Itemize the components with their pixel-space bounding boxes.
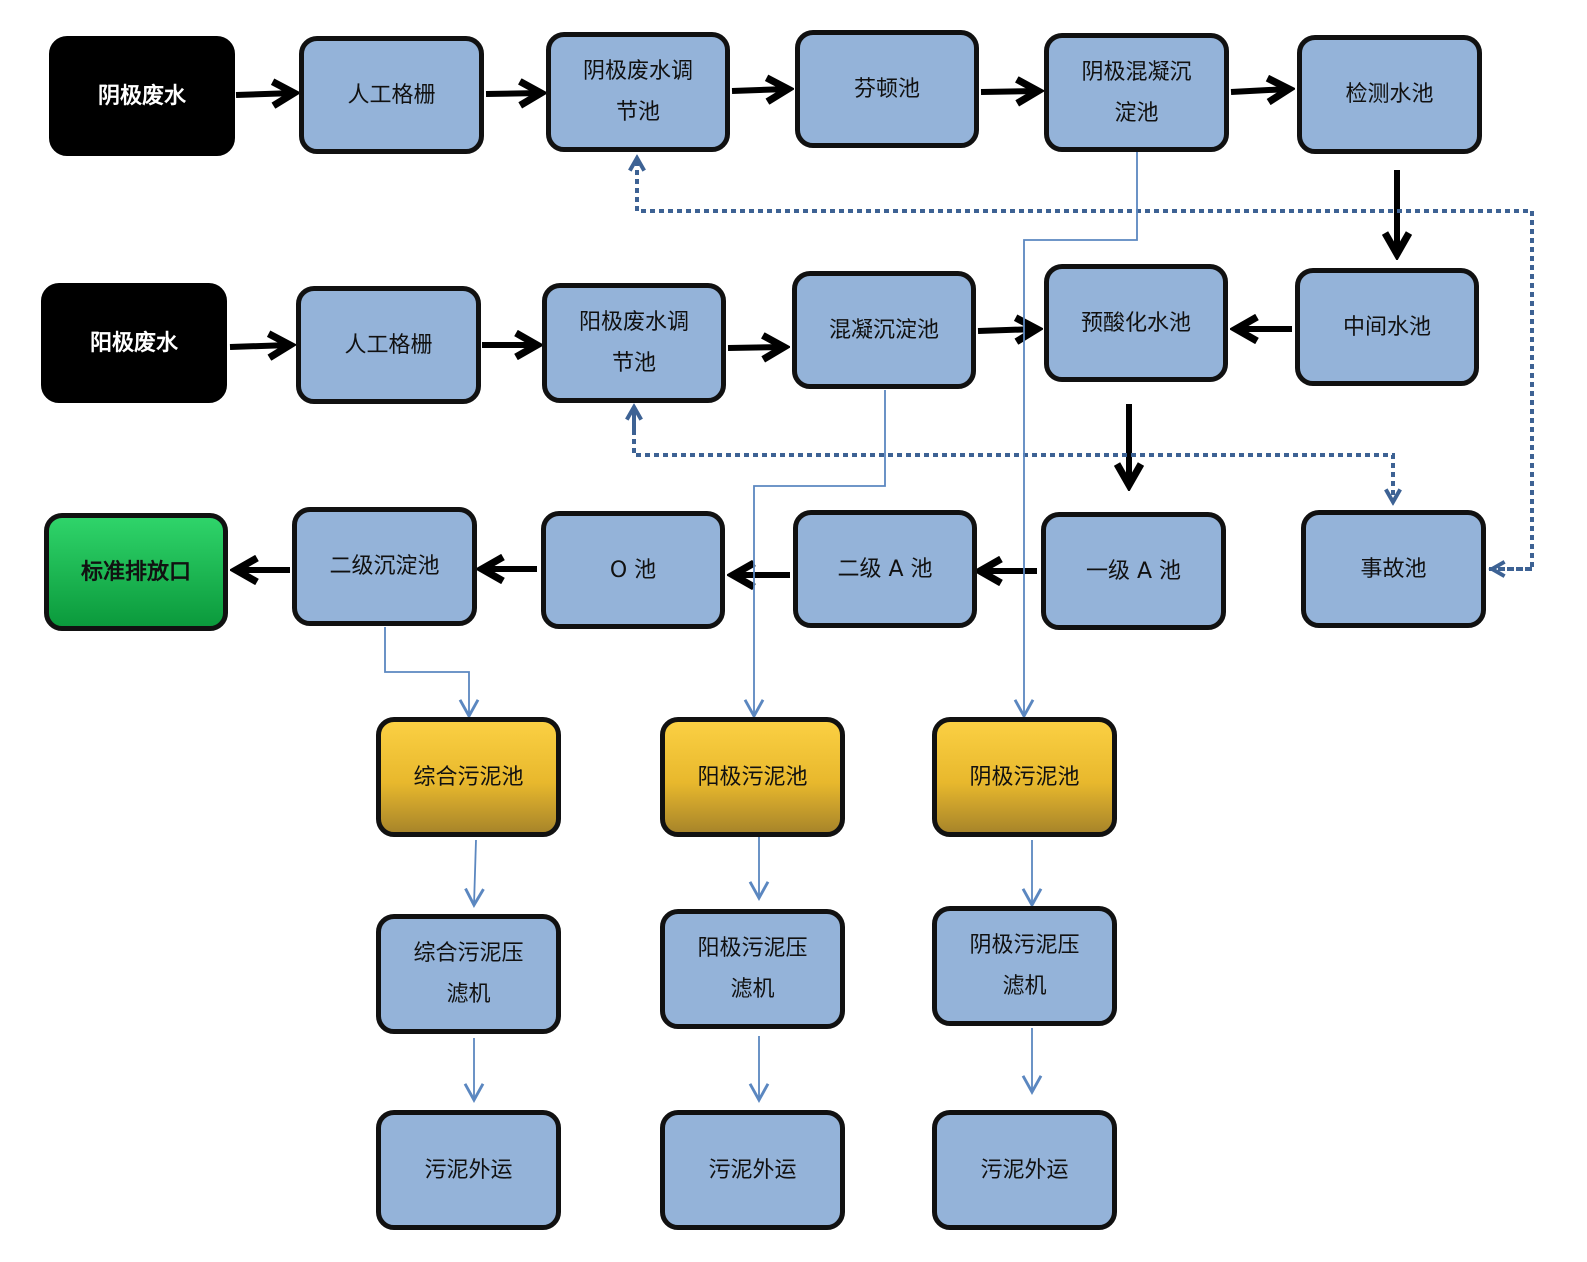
node-label: 阴极污泥压滤机 — [969, 933, 1080, 999]
node-label: 阳极废水 — [89, 330, 178, 356]
node-coag-sediment-pool: 混凝沉淀池 — [792, 271, 976, 389]
node-cathode-sludge-press: 阴极污泥压滤机 — [932, 906, 1117, 1026]
node-accident-pool: 事故池 — [1301, 510, 1486, 628]
node-secondary-sediment-pool: 二级沉淀池 — [292, 507, 477, 626]
node-sludge-transport-cathode: 污泥外运 — [932, 1110, 1117, 1230]
node-label: 阳极污泥压滤机 — [697, 936, 808, 1002]
dotted-return-to-cathode-adjust — [637, 158, 1534, 571]
node-detect-pool: 检测水池 — [1297, 35, 1482, 154]
node-cathode-adjust-pool: 阴极废水调节池 — [546, 32, 730, 152]
node-label: 阳极废水调节池 — [578, 310, 689, 376]
node-cathode-grille: 人工格栅 — [299, 36, 484, 154]
node-label: 中间水池 — [1342, 314, 1431, 340]
arrow-fenton-to-coag — [980, 91, 1038, 92]
sludge-line-mixed-1 — [464, 839, 485, 908]
node-primary-a-pool: 一级 A 池 — [1041, 512, 1226, 630]
node-pre-acid-pool: 预酸化水池 — [1044, 264, 1228, 382]
node-label: 阴极混凝沉淀池 — [1081, 59, 1192, 126]
node-label: 人工格栅 — [347, 82, 436, 108]
node-mixed-sludge-press: 综合污泥压滤机 — [376, 914, 561, 1034]
node-label: 二级 A 池 — [837, 556, 933, 582]
node-label: 人工格栅 — [344, 332, 433, 358]
arrow-grille-to-adjust — [485, 93, 541, 94]
node-label: 阴极废水调节池 — [582, 59, 693, 125]
node-label: 混凝沉淀池 — [828, 317, 939, 343]
node-o-pool: O 池 — [541, 511, 725, 629]
node-label: 事故池 — [1360, 556, 1427, 582]
node-label: 污泥外运 — [708, 1157, 797, 1183]
node-middle-pool: 中间水池 — [1295, 268, 1479, 386]
arrow-anode-to-grille — [229, 345, 290, 347]
node-label: 阴极污泥池 — [969, 764, 1080, 790]
node-cathode-sludge-pool: 阴极污泥池 — [932, 717, 1117, 837]
node-anode-adjust-pool: 阳极废水调节池 — [542, 283, 726, 403]
dotted-line-to-accident — [632, 412, 1393, 502]
node-secondary-a-pool: 二级 A 池 — [793, 510, 977, 628]
node-label: 污泥外运 — [424, 1157, 513, 1183]
node-label: 阳极污泥池 — [697, 764, 808, 790]
node-sludge-transport-mixed: 污泥外运 — [376, 1110, 561, 1230]
node-anode-wastewater: 阳极废水 — [41, 283, 227, 403]
arrow-coag-to-preacid — [977, 329, 1037, 331]
arrow-cathode-to-grille — [235, 93, 294, 95]
node-label: 芬顿池 — [853, 76, 920, 102]
node-label: 综合污泥压滤机 — [413, 941, 524, 1007]
node-mixed-sludge-pool: 综合污泥池 — [376, 717, 561, 837]
node-label: 检测水池 — [1345, 82, 1434, 107]
node-label: 标准排放口 — [80, 559, 191, 585]
sludge-line-coag-sediment — [743, 390, 886, 719]
node-fenton-pool: 芬顿池 — [795, 30, 979, 148]
node-anode-sludge-press: 阳极污泥压滤机 — [660, 909, 845, 1029]
arrow-coag-to-detect — [1230, 89, 1289, 92]
arrow-adjust2-to-coag — [727, 347, 784, 348]
node-label: O 池 — [609, 557, 657, 583]
node-label: 综合污泥池 — [413, 764, 524, 790]
node-cathode-coag-pool: 阴极混凝沉淀池 — [1044, 33, 1229, 152]
node-label: 二级沉淀池 — [329, 554, 440, 579]
node-anode-sludge-pool: 阳极污泥池 — [660, 717, 845, 837]
node-cathode-wastewater: 阴极废水 — [49, 36, 235, 156]
node-label: 一级 A 池 — [1085, 558, 1182, 584]
arrow-adjust-to-fenton — [731, 89, 788, 91]
sludge-line-cathode-coag — [1013, 151, 1138, 719]
node-label: 污泥外运 — [980, 1157, 1069, 1183]
node-standard-discharge: 标准排放口 — [44, 513, 228, 631]
node-label: 预酸化水池 — [1080, 310, 1191, 336]
sludge-line-secondary-sediment — [384, 627, 480, 719]
node-label: 阴极废水 — [97, 83, 186, 109]
node-sludge-transport-anode: 污泥外运 — [660, 1110, 845, 1230]
node-anode-grille: 人工格栅 — [296, 286, 481, 404]
